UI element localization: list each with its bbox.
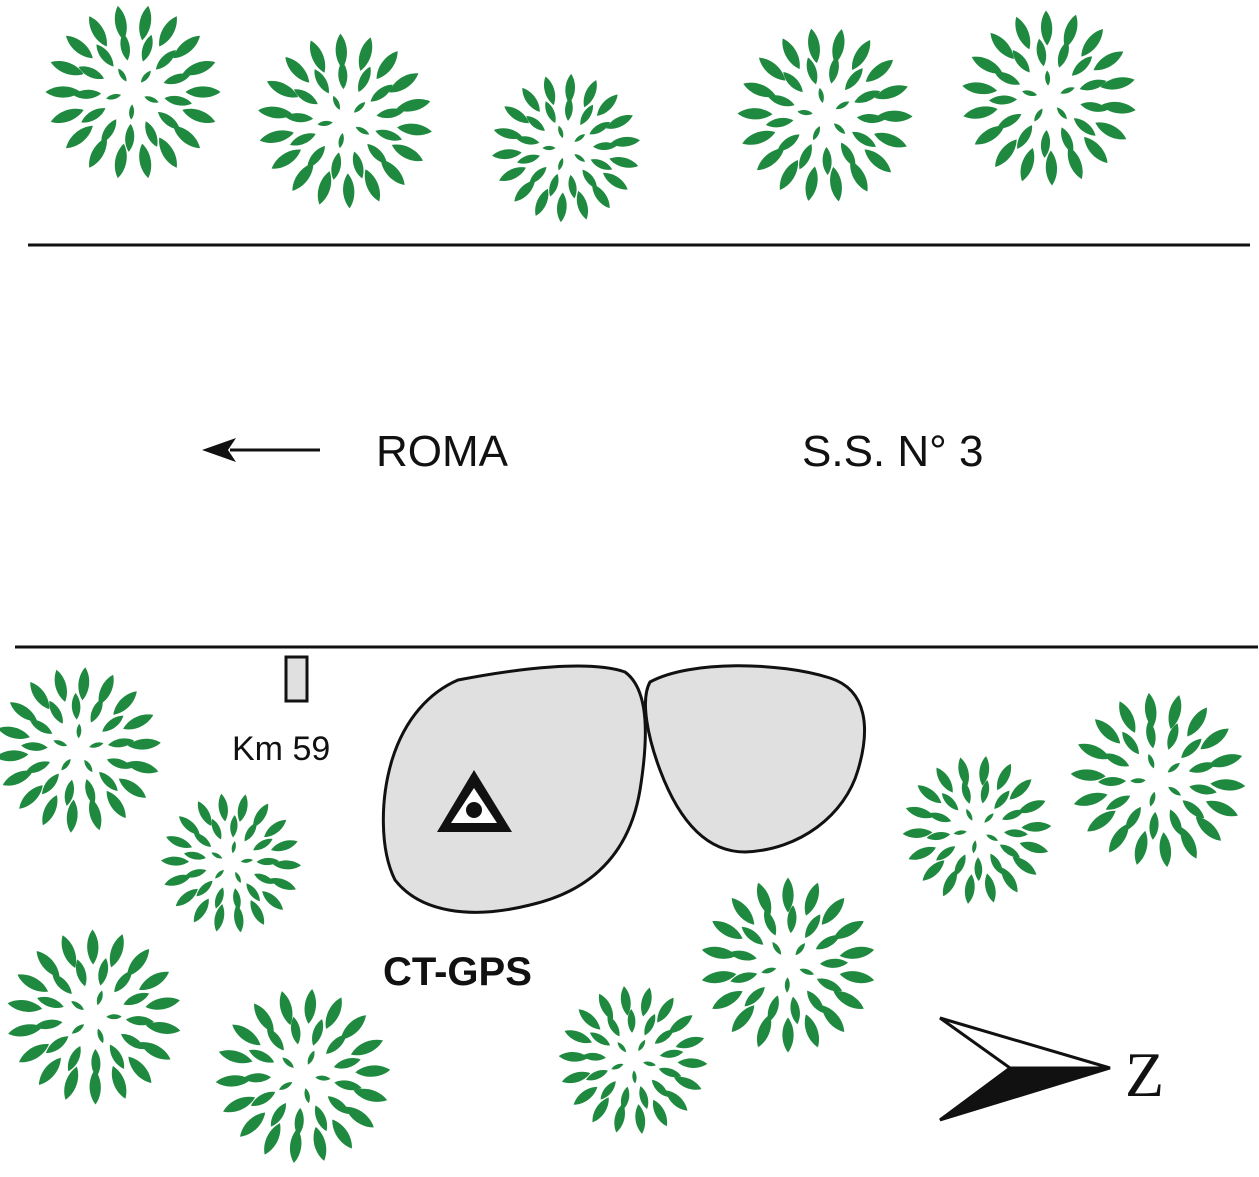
km-marker-post	[284, 655, 309, 703]
tree-icon	[0, 666, 162, 834]
station-label: CT-GPS	[383, 950, 532, 994]
tree-icon	[1070, 692, 1246, 868]
north-arrow-icon	[939, 1016, 1111, 1122]
tree-icon	[45, 4, 221, 180]
tree-icon	[961, 10, 1137, 186]
north-label: Z	[1125, 1039, 1164, 1110]
tree-icon	[6, 929, 182, 1105]
tree-icon	[491, 73, 641, 223]
tree-icon	[257, 33, 433, 209]
vegetation-layer	[0, 4, 1246, 1164]
tree-icon	[737, 27, 913, 203]
tree-icon	[700, 877, 876, 1053]
station-parcel	[381, 664, 647, 914]
direction-label: ROMA	[376, 427, 509, 476]
arrow-left-icon	[202, 438, 320, 462]
tree-icon	[160, 793, 302, 933]
tree-icon	[215, 988, 391, 1164]
km-marker-label: Km 59	[232, 730, 330, 768]
tree-icon	[558, 985, 708, 1135]
adjacent-parcel	[643, 664, 867, 854]
tree-icon	[902, 755, 1052, 905]
road-label: S.S. N° 3	[802, 427, 983, 476]
triangle-circle-benchmark-icon	[437, 770, 512, 832]
